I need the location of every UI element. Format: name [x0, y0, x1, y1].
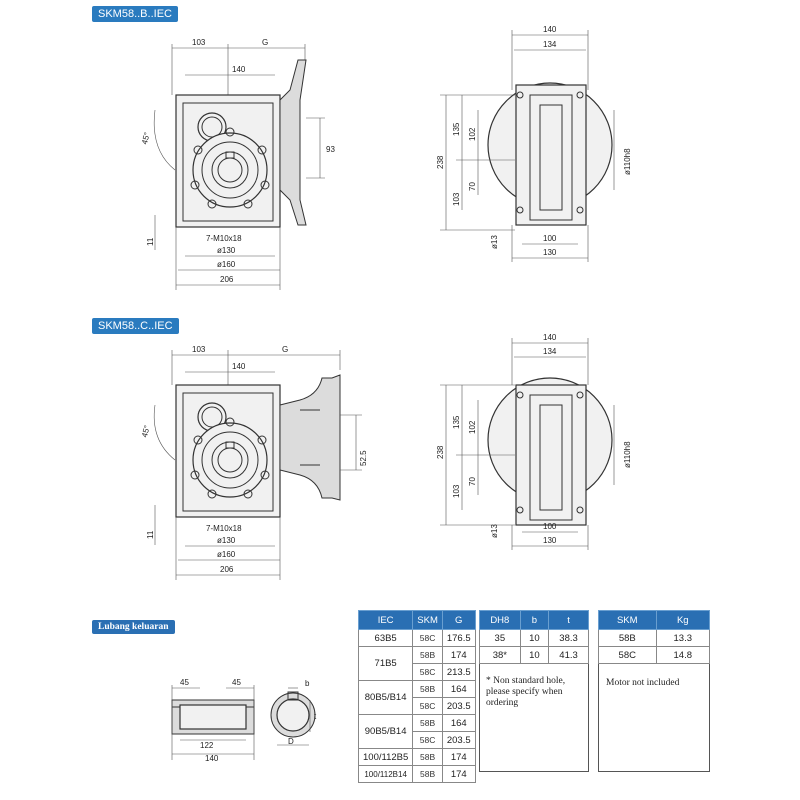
dim-c-11: 11 — [146, 530, 155, 539]
dim-side-b-135: 135 — [452, 122, 461, 136]
dim-side-b-102: 102 — [468, 127, 477, 141]
dim-b-130: ø130 — [217, 246, 236, 255]
output-hole-label: Lubang keluaran — [92, 620, 175, 634]
dim-b-93: 93 — [326, 145, 335, 154]
t-header: t — [548, 610, 589, 630]
dim-side-c-130: 130 — [543, 536, 557, 545]
dim-side-c-102: 102 — [468, 420, 477, 434]
dim-side-c-103: 103 — [452, 484, 461, 498]
dim-hole-45b: 45 — [232, 678, 241, 687]
dim-side-c-110: ø110h8 — [623, 441, 632, 468]
dh8-header: DH8 — [479, 610, 521, 630]
dim-b-thread: 7-M10x18 — [206, 234, 242, 243]
dim-side-b-70: 70 — [468, 182, 477, 191]
skm-header: SKM — [412, 610, 443, 630]
dim-side-c-13: ø13 — [490, 524, 499, 538]
iec-header: IEC — [357, 610, 414, 630]
b-header: b — [519, 610, 550, 630]
dim-side-c-135: 135 — [452, 415, 461, 429]
dim-b-140: 140 — [232, 65, 246, 74]
dim-side-b-238: 238 — [436, 155, 445, 169]
dim-c-angle: 45° — [140, 424, 152, 438]
dim-b-206: 206 — [220, 275, 234, 284]
dim-c-52: 52.5 — [359, 450, 368, 466]
dim-hole-140: 140 — [205, 754, 219, 763]
dim-b-11: 11 — [146, 237, 155, 246]
dim-b-angle: 45° — [140, 131, 152, 145]
dim-c-103: 103 — [192, 345, 206, 354]
dim-side-b-103: 103 — [452, 192, 461, 206]
dim-b-160: ø160 — [217, 260, 236, 269]
dim-hole-t: t — [314, 712, 317, 721]
g-header: G — [441, 610, 476, 630]
dim-hole-45a: 45 — [180, 678, 189, 687]
section-c-label: SKM58..C..IEC — [92, 318, 179, 334]
dim-side-b-134: 134 — [543, 40, 557, 49]
dim-c-206: 206 — [220, 565, 234, 574]
dim-c-thread: 7-M10x18 — [206, 524, 242, 533]
dim-side-b-140: 140 — [543, 25, 557, 34]
dim-side-c-134: 134 — [543, 347, 557, 356]
bore-note: * Non standard hole, please specify when… — [486, 676, 566, 708]
dim-b-103: 103 — [192, 38, 206, 47]
dim-c-g: G — [282, 345, 288, 354]
dim-side-b-13: ø13 — [490, 235, 499, 249]
dim-c-160: ø160 — [217, 550, 236, 559]
weight-note: Motor not included — [606, 678, 680, 688]
dim-side-c-100: 100 — [543, 522, 557, 531]
dim-side-b-130: 130 — [543, 248, 557, 257]
dim-side-c-140: 140 — [543, 333, 557, 342]
dim-hole-b: b — [305, 679, 310, 688]
dim-side-c-238: 238 — [436, 445, 445, 459]
dim-c-140: 140 — [232, 362, 246, 371]
dim-side-b-100: 100 — [543, 234, 557, 243]
dim-hole-122: 122 — [200, 741, 214, 750]
section-b-label: SKM58..B..IEC — [92, 6, 178, 22]
kg-header: Kg — [655, 610, 711, 630]
skm-weight-header: SKM — [598, 610, 657, 630]
dim-c-130: ø130 — [217, 536, 236, 545]
dim-side-c-70: 70 — [468, 477, 477, 486]
dim-b-g: G — [262, 38, 268, 47]
dim-side-b-110: ø110h8 — [623, 148, 632, 175]
dim-hole-D: D — [288, 737, 294, 746]
